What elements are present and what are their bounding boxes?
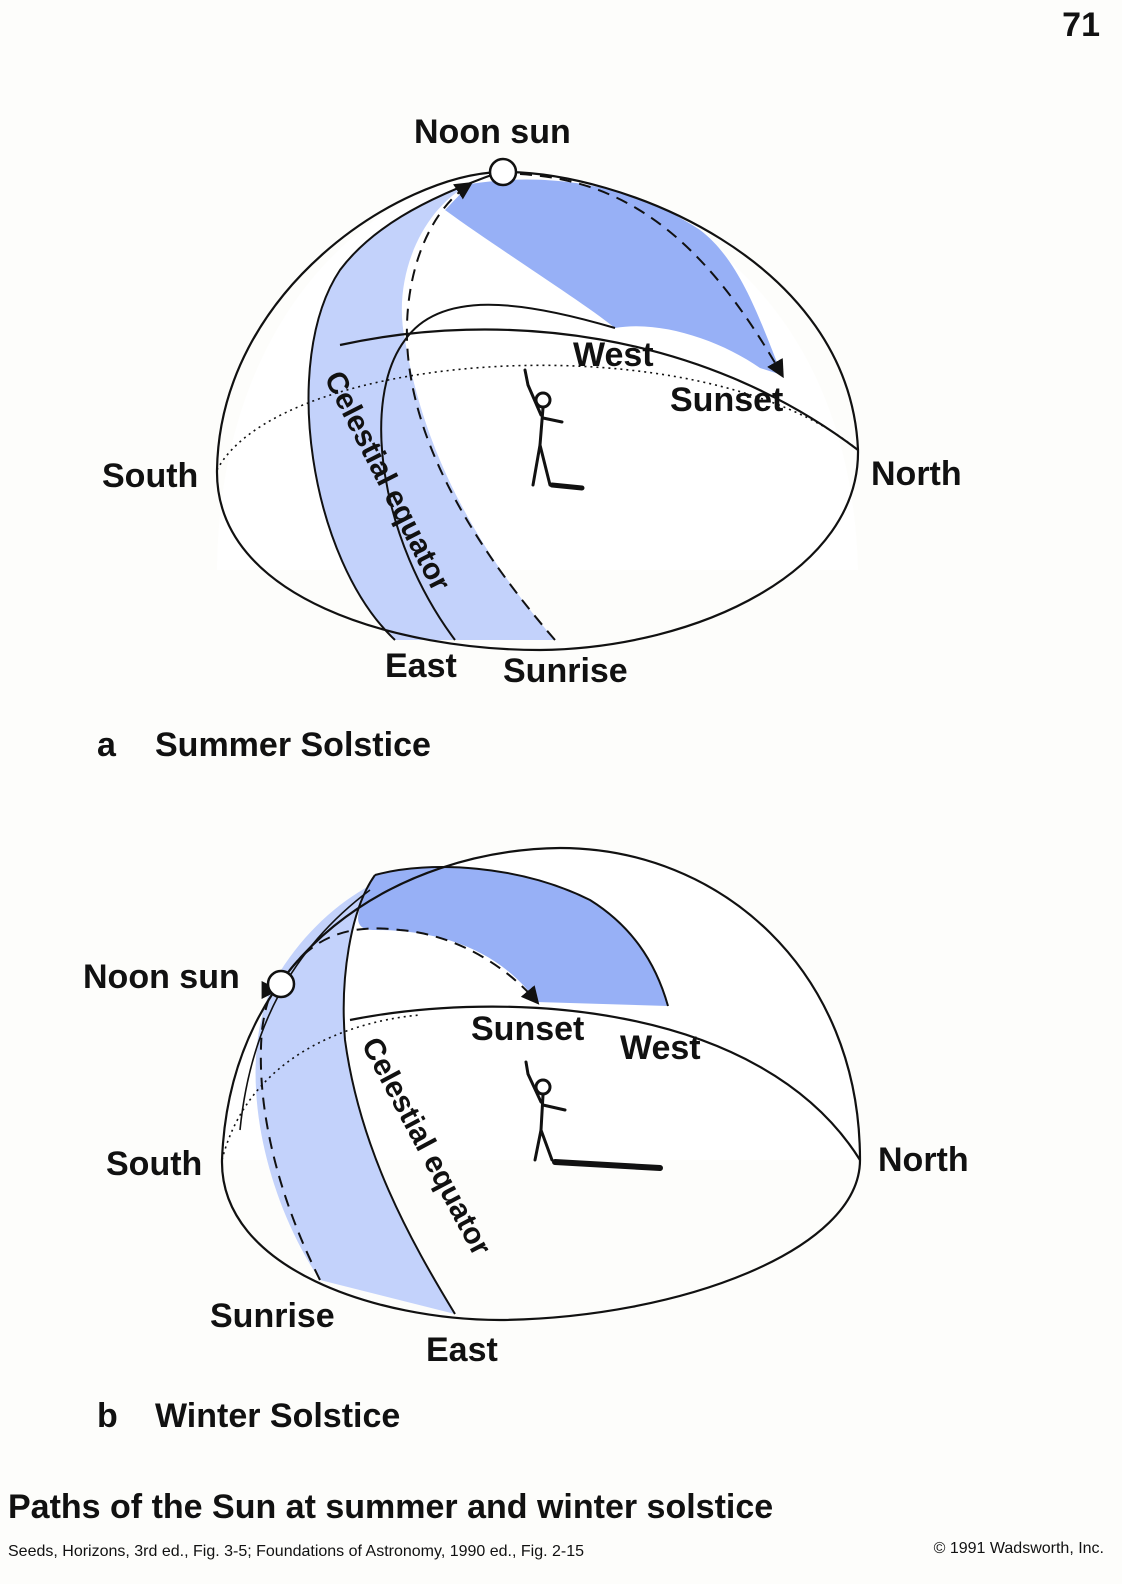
south-label: South xyxy=(102,457,199,495)
horizon-far-edge xyxy=(349,1005,861,1161)
caption-b-letter: b xyxy=(97,1397,118,1435)
sun-path-band xyxy=(358,867,668,1006)
sun-path-rising xyxy=(405,182,556,641)
summer-solstice-diagram: Noon sun West Sunset South North East Su… xyxy=(0,100,1122,720)
east-label: East xyxy=(385,647,457,685)
page-number: 71 xyxy=(1062,6,1100,44)
horizon-back xyxy=(221,1014,421,1161)
winter-solstice-diagram: Noon sun Sunset West South North Sunrise… xyxy=(0,830,1122,1390)
west-label: West xyxy=(620,1029,701,1067)
horizon-front xyxy=(215,449,860,652)
noon-sun-icon xyxy=(488,157,518,187)
sunset-label: Sunset xyxy=(670,381,784,419)
sun-path-setting xyxy=(289,927,540,1005)
sun-path-band xyxy=(445,179,782,375)
observer-icon xyxy=(524,1060,663,1171)
observer-icon xyxy=(523,368,585,491)
sunset-label: Sunset xyxy=(471,1010,585,1048)
south-label: South xyxy=(106,1145,203,1183)
horizon-front xyxy=(220,1159,862,1322)
noon-sun-icon xyxy=(266,969,296,999)
celestial-equator-band xyxy=(255,870,455,1314)
caption-a-text: Summer Solstice xyxy=(155,726,431,764)
north-label: North xyxy=(878,1141,969,1179)
caption-a-letter: a xyxy=(97,726,116,764)
copyright-note: © 1991 Wadsworth, Inc. xyxy=(933,1540,1104,1557)
sunrise-label: Sunrise xyxy=(210,1297,335,1335)
caption-b: b Winter Solstice xyxy=(97,1397,400,1436)
caption-a: a Summer Solstice xyxy=(97,726,431,765)
west-label: West xyxy=(573,336,654,374)
noon-sun-label: Noon sun xyxy=(83,958,240,996)
summer-sky-dome xyxy=(215,157,860,652)
winter-sky-dome xyxy=(220,846,862,1322)
figure-title: Paths of the Sun at summer and winter so… xyxy=(8,1488,774,1526)
equator-edge-inner xyxy=(342,874,456,1315)
horizon-back xyxy=(216,364,859,471)
equator-edge-outer xyxy=(374,866,669,1007)
noon-sun-label: Noon sun xyxy=(414,113,571,151)
celestial-equator-band xyxy=(308,172,555,640)
equator-edge-outer xyxy=(307,171,501,641)
sunrise-label: Sunrise xyxy=(503,652,628,690)
north-label: North xyxy=(871,455,962,493)
east-label: East xyxy=(426,1331,498,1369)
equator-edge-inner xyxy=(380,303,616,641)
caption-b-text: Winter Solstice xyxy=(155,1397,401,1435)
sun-path-rising xyxy=(259,981,321,1281)
sun-path-setting xyxy=(519,173,784,379)
source-note: Seeds, Horizons, 3rd ed., Fig. 3-5; Foun… xyxy=(8,1543,585,1560)
